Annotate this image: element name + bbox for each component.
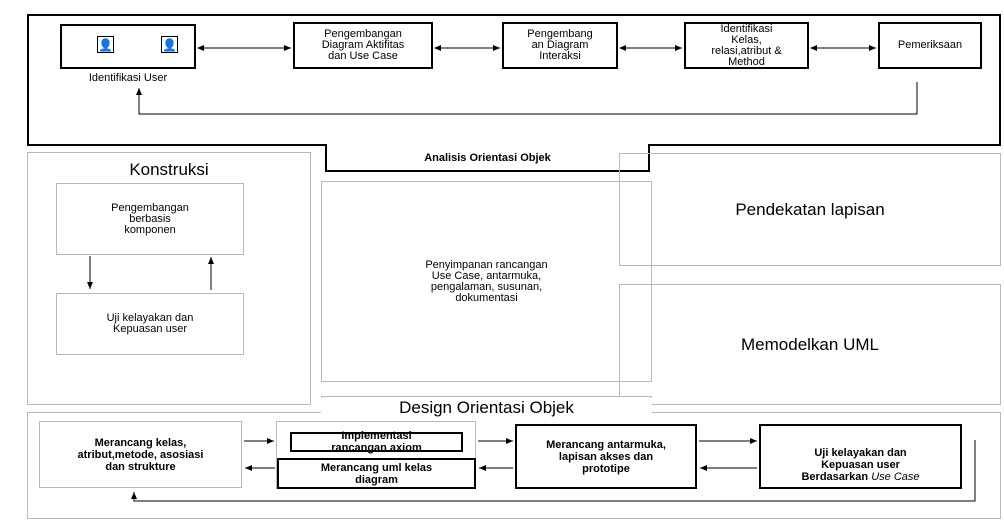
storage-text: Penyimpanan rancangan Use Case, antarmuk… — [425, 258, 548, 304]
usecase-acceptance-italic: Use Case — [871, 471, 920, 483]
design-title: Design Orientasi Objek — [321, 398, 652, 418]
user-icons-box: 👤 👤 — [60, 24, 196, 69]
interface-design-box: Merancang antarmuka, lapisan akses dan p… — [515, 424, 697, 489]
construction-title: Konstruksi — [129, 160, 209, 179]
analysis-notch — [325, 144, 650, 172]
person-icon: 👤 — [97, 36, 114, 53]
uml-modeling-panel: Memodelkan UML — [619, 284, 1001, 405]
class-design-box: Merancang kelas, atribut,metode, asosias… — [39, 421, 242, 488]
usecase-acceptance-box: Uji kelayakan dan Kepuasan user Berdasar… — [759, 424, 962, 489]
user-label: Identifikasi User — [88, 72, 168, 84]
construction-panel — [27, 152, 311, 405]
user-acceptance-box: Uji kelayakan dan Kepuasan user — [56, 293, 244, 355]
person-icon: 👤 — [161, 36, 178, 53]
axiom-implementation-box: Implementasi rancangan axiom — [290, 430, 463, 454]
component-development-box: Pengembangan berbasis komponen — [56, 183, 244, 255]
layer-approach-panel: Pendekatan lapisan — [619, 153, 1001, 266]
inspection-box: Pemeriksaan — [878, 22, 982, 69]
uml-class-diagram-box: Merancang uml kelas diagram — [277, 458, 476, 489]
activity-usecase-box: Pengembangan Diagram Aktifitas dan Use C… — [293, 22, 433, 69]
class-identification-box: Identifikasi Kelas, relasi,atribut & Met… — [684, 22, 809, 69]
analysis-title: Analisis Orientasi Objek — [424, 152, 551, 164]
interaction-diagram-box: Pengembang an Diagram Interaksi — [502, 22, 618, 69]
storage-panel — [321, 181, 652, 382]
